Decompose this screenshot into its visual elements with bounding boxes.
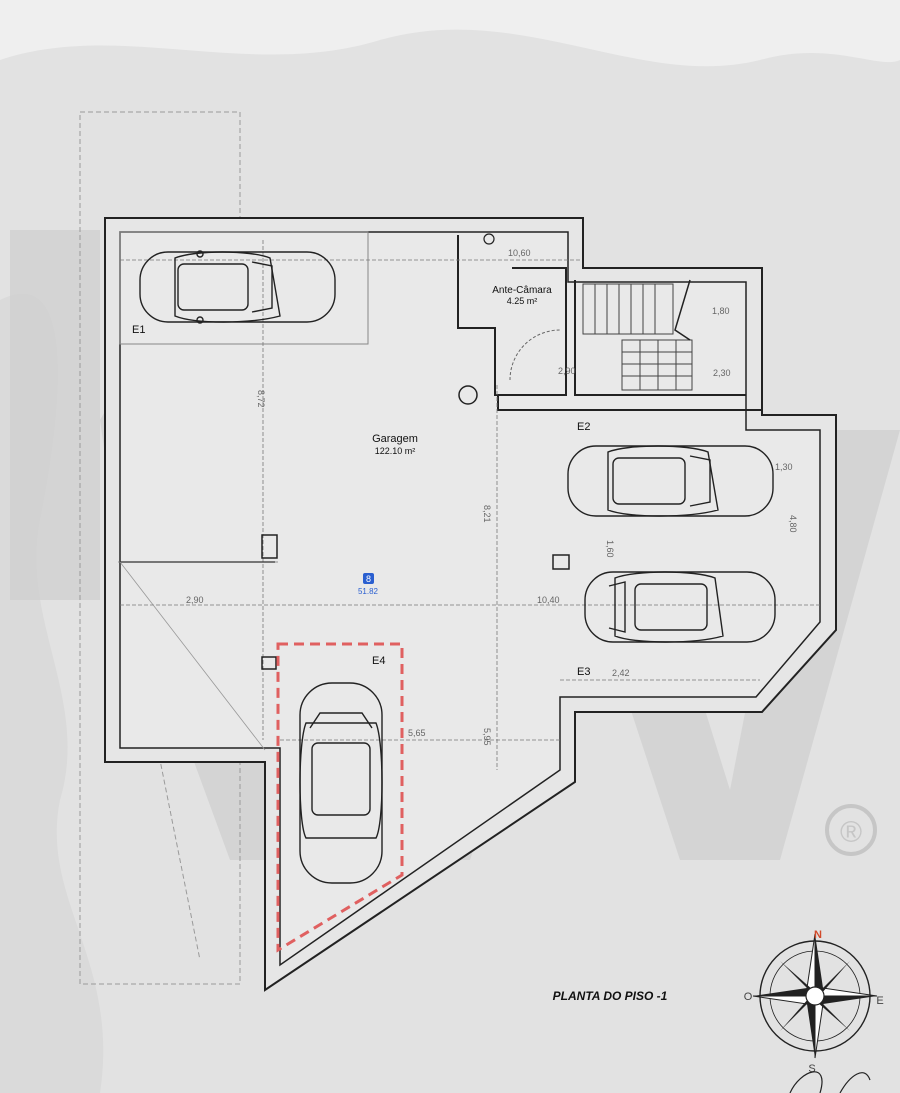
room-area-garagem: 122.10 m² bbox=[375, 446, 416, 456]
dimension-text: 5,65 bbox=[408, 728, 426, 738]
dimension-text: 2,90 bbox=[558, 366, 576, 376]
room-area-antecamara: 4.25 m² bbox=[507, 296, 538, 306]
space-label-e3: E3 bbox=[577, 666, 590, 678]
drain bbox=[458, 385, 478, 405]
compass-west-label: O bbox=[744, 991, 753, 1003]
dimension-text: 4,80 bbox=[788, 515, 798, 533]
stair-core-walls bbox=[497, 280, 762, 411]
level-marker-icon bbox=[363, 573, 374, 584]
dimension-text: 1,80 bbox=[712, 306, 730, 316]
registered-mark-icon bbox=[825, 804, 877, 856]
compass-south-label: S bbox=[808, 1063, 815, 1075]
ramp-line bbox=[119, 561, 266, 751]
inner-walls bbox=[119, 231, 821, 967]
column bbox=[261, 534, 278, 559]
dimension-text: 10,40 bbox=[537, 595, 560, 605]
dimension-text: 1,30 bbox=[775, 462, 793, 472]
column bbox=[261, 656, 277, 670]
dimension-text: 1,60 bbox=[605, 540, 615, 558]
dimension-text: 2,30 bbox=[713, 368, 731, 378]
dimension-text: 2,42 bbox=[612, 668, 630, 678]
level-marker-glyph: 8 bbox=[366, 574, 371, 584]
compass-north-label: N bbox=[814, 929, 822, 941]
compass-east-label: E bbox=[876, 995, 883, 1007]
dimension-text: 8,21 bbox=[482, 505, 492, 523]
registered-mark-glyph: ® bbox=[840, 816, 862, 849]
car-e4 bbox=[299, 682, 383, 884]
dimension-text: 10,60 bbox=[508, 248, 531, 258]
room-name-garagem: Garagem bbox=[372, 433, 418, 445]
drawing-title: PLANTA DO PISO -1 bbox=[553, 989, 668, 1003]
stairs bbox=[582, 279, 693, 391]
dimension-text: 8,72 bbox=[256, 390, 266, 408]
car-e1 bbox=[139, 250, 336, 324]
dimension-text: 2,90 bbox=[186, 595, 204, 605]
room-name-antecamara: Ante-Câmara bbox=[492, 285, 552, 296]
fixture bbox=[483, 233, 495, 245]
space-label-e4: E4 bbox=[372, 655, 385, 667]
car-e3 bbox=[584, 571, 776, 643]
space-label-e1: E1 bbox=[132, 324, 145, 336]
column bbox=[552, 554, 570, 570]
antecamara-walls bbox=[457, 235, 567, 396]
parking-bay-e4-highlight bbox=[276, 642, 404, 953]
parking-bay-e1-outline bbox=[119, 231, 369, 345]
dimension-text: 5,95 bbox=[482, 728, 492, 746]
signature bbox=[789, 1071, 871, 1093]
space-label-e2: E2 bbox=[577, 421, 590, 433]
compass-rose-icon bbox=[752, 933, 878, 1059]
car-e2 bbox=[567, 445, 774, 517]
level-marker-value: 51.82 bbox=[358, 587, 379, 596]
